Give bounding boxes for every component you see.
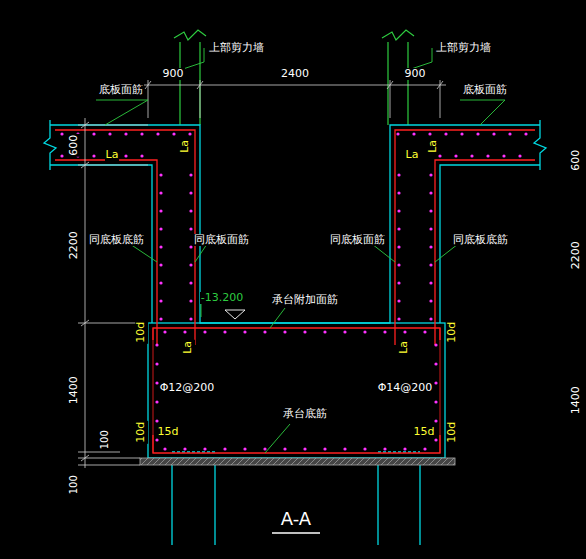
rebar-label: 同底板面筋: [329, 234, 386, 247]
dimension: 600: [68, 133, 81, 156]
title-underline: [272, 532, 320, 533]
wall-label: 上部剪力墙: [208, 42, 265, 55]
dimension: 100: [68, 474, 80, 495]
dimension: 2400: [280, 68, 310, 81]
anchor-length: 10d: [446, 421, 459, 444]
dimension: 900: [404, 68, 427, 81]
dimension: 600: [570, 148, 583, 171]
anchor-length: 10d: [135, 321, 148, 344]
leader-lines: [96, 48, 505, 453]
anchor-length: La: [398, 340, 411, 355]
dimension: 900: [162, 68, 185, 81]
anchor-length: La: [405, 149, 420, 162]
concrete-outline: [44, 120, 546, 545]
rebar-label: 同底板底筋: [88, 234, 145, 247]
rebar-label: 同底板底筋: [452, 234, 509, 247]
rebar: [55, 130, 535, 453]
rebar-spec: Φ12@200: [159, 382, 216, 395]
anchor-length: 15d: [157, 426, 180, 439]
rebar-label: 底板面筋: [98, 84, 144, 97]
rebar-spec: Φ14@200: [377, 382, 434, 395]
anchor-length: La: [105, 149, 120, 162]
elevation: -13.200: [200, 292, 244, 305]
elevation-mark: [225, 310, 245, 319]
rebar-label: 承台底筋: [282, 408, 328, 421]
rebar-label: 同底板面筋: [193, 234, 250, 247]
anchor-length: La: [427, 139, 440, 154]
anchor-length: La: [179, 139, 192, 154]
rebar-dots: [60, 132, 527, 450]
anchor-length: 10d: [446, 321, 459, 344]
section-title: A-A: [280, 509, 312, 530]
upper-wall: [174, 30, 414, 125]
anchor-length: La: [182, 340, 195, 355]
dimension-lines: [78, 80, 446, 468]
wall-label: 上部剪力墙: [435, 42, 492, 55]
dimension: 100: [99, 429, 111, 450]
anchor-length: 15d: [413, 426, 436, 439]
rebar-label: 底板面筋: [462, 84, 508, 97]
cushion-layer: [140, 458, 455, 465]
dimension: 2200: [68, 230, 81, 260]
anchor-length: 10d: [135, 421, 148, 444]
rebar-label: 承台附加面筋: [271, 294, 339, 307]
dimension: 1400: [570, 385, 583, 415]
dimension: 2200: [570, 240, 583, 270]
dimension: 1400: [68, 375, 81, 405]
